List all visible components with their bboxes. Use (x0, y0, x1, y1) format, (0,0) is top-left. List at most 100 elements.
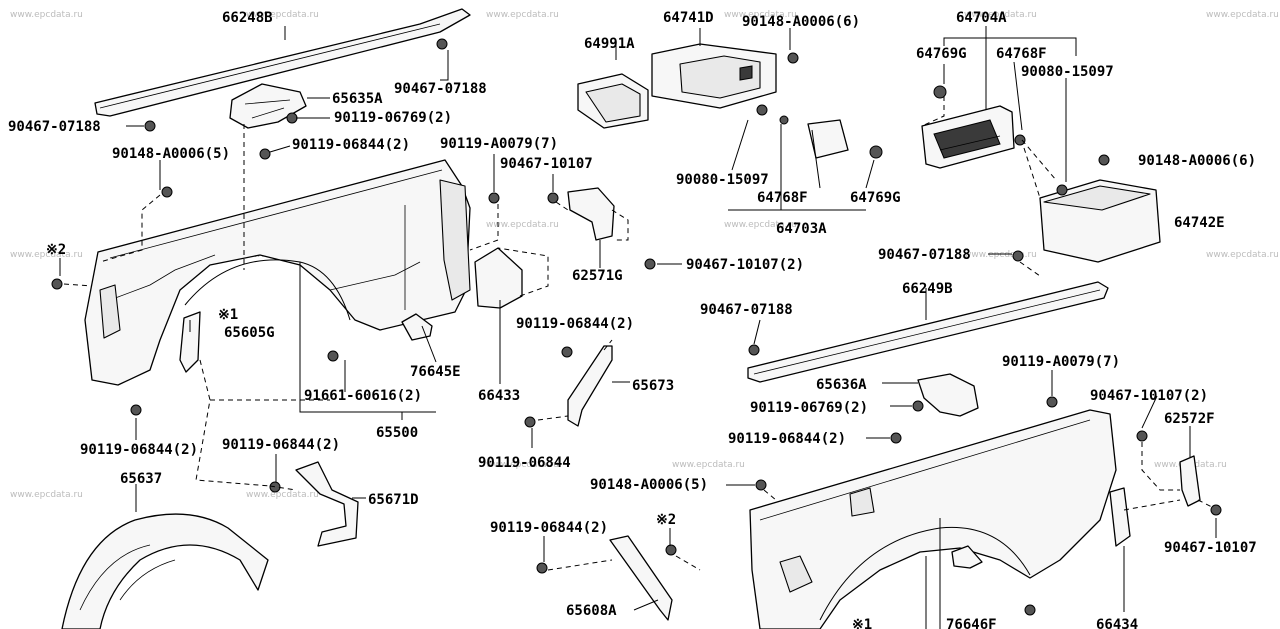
part-label: 66248B (222, 10, 273, 26)
part-label: 65636A (816, 377, 867, 393)
part-label: 90467-07188 (8, 119, 101, 135)
part-label: 64769G (916, 46, 967, 62)
bracket-65671D (295, 461, 359, 547)
part-label: 62572F (1164, 411, 1215, 427)
bolt-icon (644, 258, 656, 270)
part-label: 90119-06844(2) (516, 316, 634, 332)
part-label: 90467-10107(2) (1090, 388, 1208, 404)
part-label: 65635A (332, 91, 383, 107)
part-label: 65500 (376, 425, 418, 441)
note-symbol: ※2 (656, 512, 676, 528)
dashed-lines (63, 96, 1215, 571)
callout-labels: 66248B 64741D 90148-A0006(6) 64704A 6499… (8, 10, 1257, 629)
bolt-icon (327, 350, 339, 362)
bolt-icon (286, 112, 298, 124)
part-label: 66434 (1096, 617, 1138, 629)
right-bed-side (749, 409, 1117, 629)
bolt-icon (547, 192, 559, 204)
right-rail-66249B (747, 281, 1109, 383)
panel-66433 (474, 247, 523, 309)
bolt-icon (436, 38, 448, 50)
part-label: 64769G (850, 190, 901, 206)
watermark: www.epcdata.ru (724, 10, 797, 20)
part-label: 90119-06844(2) (490, 520, 608, 536)
part-label: 90080-15097 (676, 172, 769, 188)
note-symbol: ※1 (218, 307, 238, 323)
duct-64991A (577, 73, 649, 129)
bolt-icon (259, 148, 271, 160)
part-label: 64768F (757, 190, 808, 206)
bolt-icon (665, 544, 677, 556)
part-label: 91661-60616(2) (304, 388, 422, 404)
bracket-65636A (917, 373, 979, 417)
part-label: 90148-A0006(6) (1138, 153, 1256, 169)
bolt-icon (1056, 184, 1068, 196)
bolt-icon (161, 186, 173, 198)
part-label: 66433 (478, 388, 520, 404)
bolt-icon (130, 404, 142, 416)
part-label: 76646F (946, 617, 997, 629)
part-label: 64742E (1174, 215, 1225, 231)
part-label: 90467-07188 (394, 81, 487, 97)
watermark: www.epcdata.ru (672, 460, 745, 470)
watermark: www.epcdata.ru (246, 10, 319, 20)
watermark: www.epcdata.ru (486, 220, 559, 230)
watermark: www.epcdata.ru (724, 220, 797, 230)
part-label: 65608A (566, 603, 617, 619)
bolt-icon (787, 52, 799, 64)
clip-icon (1012, 250, 1024, 262)
note-symbol: ※1 (852, 617, 872, 629)
part-label: 90467-10107(2) (686, 257, 804, 273)
box-64741D (651, 43, 777, 109)
part-label: 90467-07188 (700, 302, 793, 318)
bolt-icon (1210, 504, 1222, 516)
part-label: 65605G (224, 325, 275, 341)
bolt-icon (269, 481, 281, 493)
part-label: 90119-06844 (478, 455, 571, 471)
bolt-icon (488, 192, 500, 204)
part-label: 90119-06769(2) (750, 400, 868, 416)
part-label: 65637 (120, 471, 162, 487)
part-label: 90119-06844(2) (728, 431, 846, 447)
part-label: 90467-10107 (500, 156, 593, 172)
part-label: 90119-A0079(7) (1002, 354, 1120, 370)
part-label: 64991A (584, 36, 635, 52)
bolt-icon (561, 346, 573, 358)
bolt-icon (1024, 604, 1036, 616)
watermark: www.epcdata.ru (486, 460, 559, 470)
clip-icon (748, 344, 760, 356)
bolt-icon (1136, 430, 1148, 442)
part-label: 64703A (776, 221, 827, 237)
bolt-icon (1046, 396, 1058, 408)
stay-65608A (609, 535, 673, 621)
part-label: 90148-A0006(5) (112, 146, 230, 162)
part-label: 64768F (996, 46, 1047, 62)
watermark: www.epcdata.ru (10, 250, 83, 260)
lamp-64704A (921, 105, 1015, 169)
watermark: www.epcdata.ru (10, 490, 83, 500)
watermark: www.epcdata.ru (964, 10, 1037, 20)
hinge-76646F (951, 545, 983, 569)
part-label: 76645E (410, 364, 461, 380)
part-label: 90080-15097 (1021, 64, 1114, 80)
bracket-62571G (567, 187, 615, 241)
watermark: www.epcdata.ru (1206, 250, 1279, 260)
clip-icon (869, 145, 883, 159)
clip-icon (1014, 134, 1026, 146)
bolt-icon (51, 278, 63, 290)
bin-64742E (1039, 179, 1161, 263)
part-label: 64741D (663, 10, 714, 26)
part-label: 65673 (632, 378, 674, 394)
stay-65673 (567, 345, 613, 427)
watermark: www.epcdata.ru (10, 10, 83, 20)
part-label: 90119-06769(2) (334, 110, 452, 126)
leader-lines (59, 26, 1217, 629)
bracket-62572F (1179, 455, 1201, 507)
clip-icon (779, 115, 789, 125)
note-symbol: ※2 (46, 242, 66, 258)
top-rail-66248B (94, 8, 471, 117)
bolt-icon (1098, 154, 1110, 166)
part-label: 66249B (902, 281, 953, 297)
